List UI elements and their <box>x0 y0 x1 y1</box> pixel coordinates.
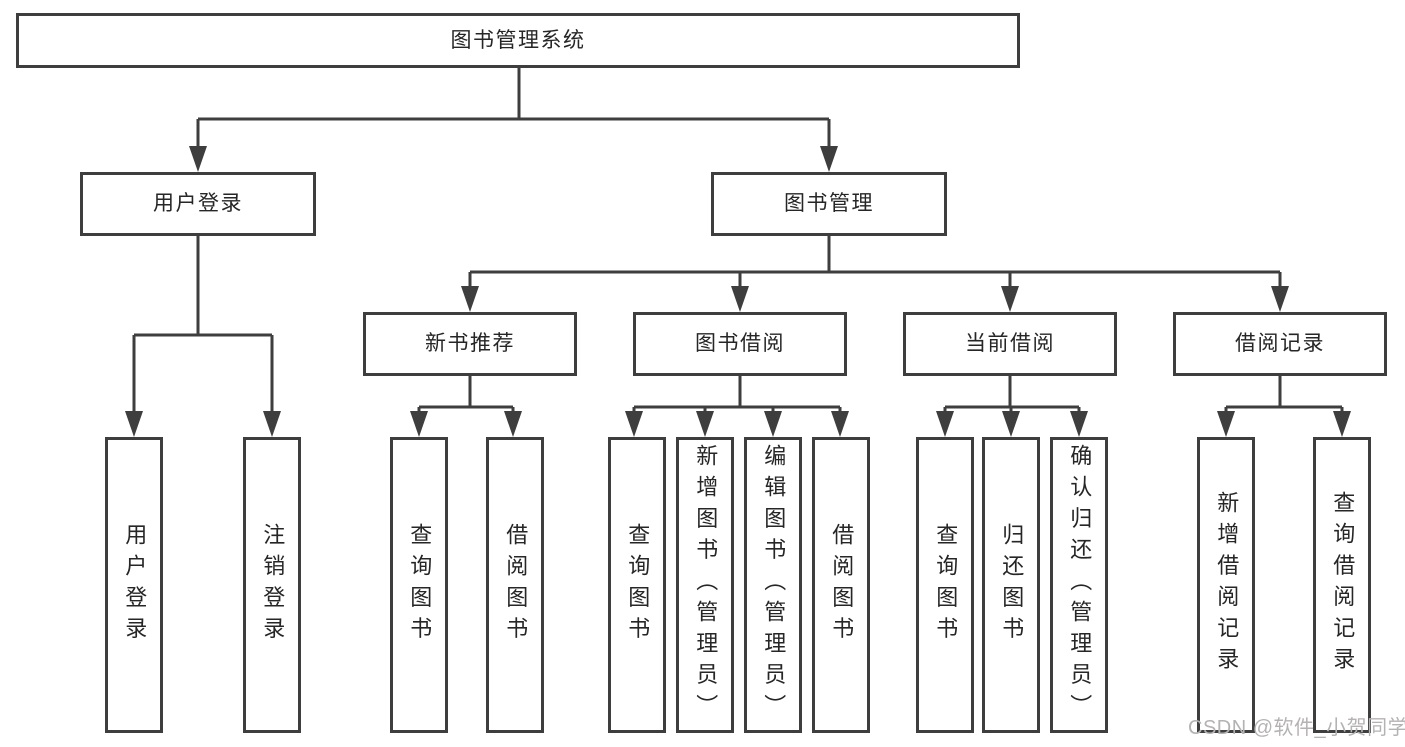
leaf-return-book: 归还图书 <box>982 437 1040 733</box>
leaf-label: 注销登录 <box>260 522 286 648</box>
leaf-label: 借阅图书 <box>829 522 855 648</box>
leaf-label: 用户登录 <box>122 522 148 648</box>
leaf-label: 查询借阅记录 <box>1330 491 1356 679</box>
leaf-label: 新增借阅记录 <box>1214 491 1240 679</box>
leaf-add-borrow-record: 新增借阅记录 <box>1197 437 1255 733</box>
leaf-query-books-recommend: 查询图书 <box>390 437 448 733</box>
node-user-login-branch: 用户登录 <box>80 172 316 236</box>
node-book-management: 图书管理 <box>711 172 947 236</box>
node-borrowing-records: 借阅记录 <box>1173 312 1387 376</box>
leaf-label: 借阅图书 <box>503 522 529 648</box>
leaf-label: 查询图书 <box>407 522 433 648</box>
node-new-book-recommend: 新书推荐 <box>363 312 577 376</box>
leaf-query-books-current: 查询图书 <box>916 437 974 733</box>
leaf-label: 确认归还（管理员） <box>1067 444 1093 726</box>
leaf-borrow-books: 借阅图书 <box>812 437 870 733</box>
node-current-borrowing: 当前借阅 <box>903 312 1117 376</box>
leaf-borrow-books-recommend: 借阅图书 <box>486 437 544 733</box>
leaf-edit-book-admin: 编辑图书（管理员） <box>744 437 802 733</box>
leaf-user-login: 用户登录 <box>105 437 163 733</box>
node-root-system: 图书管理系统 <box>16 13 1020 68</box>
leaf-confirm-return-admin: 确认归还（管理员） <box>1050 437 1108 733</box>
leaf-label: 归还图书 <box>999 522 1025 648</box>
leaf-label: 查询图书 <box>933 522 959 648</box>
leaf-label: 编辑图书（管理员） <box>761 444 787 726</box>
leaf-query-books-borrow: 查询图书 <box>608 437 666 733</box>
node-book-borrowing: 图书借阅 <box>633 312 847 376</box>
leaf-label: 新增图书（管理员） <box>693 444 719 726</box>
leaf-add-book-admin: 新增图书（管理员） <box>676 437 734 733</box>
leaf-query-borrow-record: 查询借阅记录 <box>1313 437 1371 733</box>
leaf-label: 查询图书 <box>625 522 651 648</box>
csdn-watermark: CSDN @软件_小贺同学 <box>1188 717 1405 739</box>
leaf-logout: 注销登录 <box>243 437 301 733</box>
